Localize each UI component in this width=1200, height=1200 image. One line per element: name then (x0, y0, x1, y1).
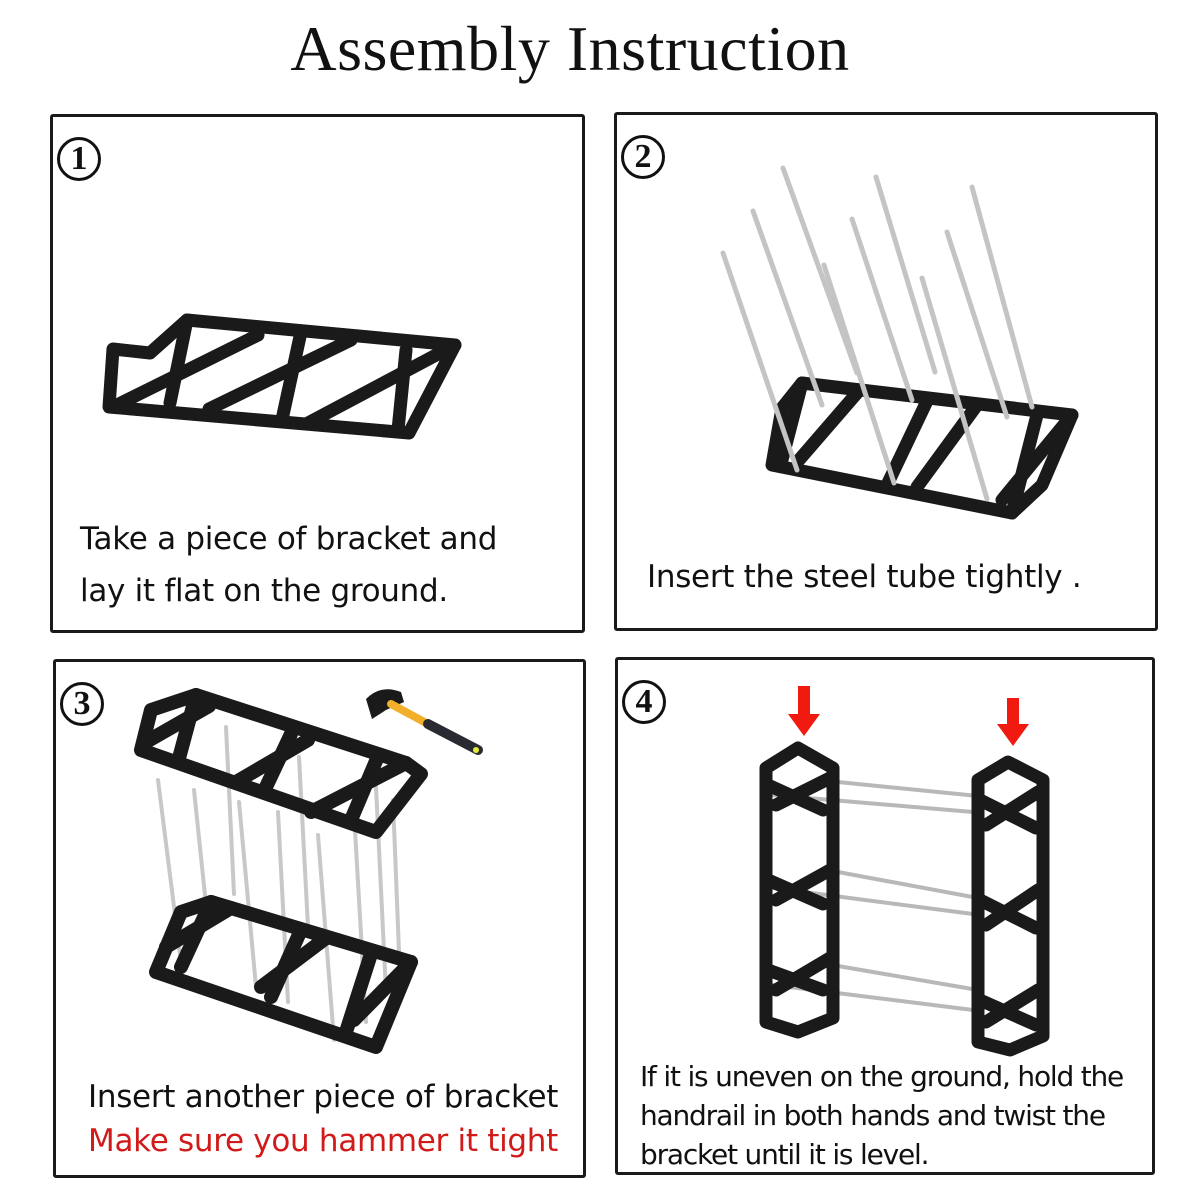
step-caption: Take a piece of bracket and lay it flat … (80, 513, 497, 617)
bracket-strut (254, 931, 333, 994)
bracket-strut (391, 343, 413, 437)
bracket-strut (139, 699, 216, 749)
bracket-strut (301, 338, 462, 430)
caption-line: Take a piece of bracket and (80, 521, 498, 557)
steel-tube (224, 725, 236, 896)
frame-strut (769, 771, 837, 812)
bracket-strut (775, 376, 809, 467)
step-number-badge: 3 (60, 682, 104, 726)
steel-tube (944, 229, 1010, 420)
step-number-badge: 2 (621, 135, 665, 179)
down-arrow-icon (997, 698, 1029, 746)
assembled-rack-illustration (759, 686, 1050, 1057)
hammer-icon (366, 689, 483, 755)
bracket-with-tubes-illustration (720, 165, 1079, 520)
steel-tube (297, 755, 310, 929)
caption-line: Insert another piece of bracket (88, 1079, 559, 1115)
steel-tube (237, 800, 258, 989)
frame-strut (979, 883, 1045, 932)
step-panel-2: 2 Insert the steel tube tightly . (614, 112, 1158, 631)
steel-tube (836, 964, 980, 992)
step-number-badge: 1 (57, 137, 101, 181)
steel-tube (836, 870, 980, 900)
bracket-strut (163, 313, 194, 410)
steel-tube (720, 250, 800, 473)
flat-bracket-illustration (102, 313, 462, 440)
caption-line: lay it flat on the ground. (80, 573, 448, 609)
bracket-strut (792, 386, 864, 467)
steel-tube (780, 165, 860, 376)
bracket-strut (347, 955, 418, 1027)
two-brackets-illustration (134, 688, 483, 1054)
bracket-strut (106, 328, 265, 414)
frame-strut (979, 983, 1045, 1029)
step-panel-1: 1 Take a piece of bracket and lay it fla… (50, 114, 585, 633)
bracket-strut (1005, 408, 1044, 520)
step-caption: If it is uneven on the ground, hold the … (640, 1057, 1124, 1174)
frame-strut (769, 951, 837, 997)
down-arrow-icon (788, 686, 820, 736)
left-side-frame (759, 741, 840, 1039)
steel-tube (836, 780, 980, 798)
steel-tube (919, 275, 990, 502)
frame-strut (979, 785, 1045, 832)
steel-tube (849, 216, 915, 403)
bracket-strut (159, 901, 238, 954)
page-title: Assembly Instruction (290, 13, 850, 84)
bracket-strut (171, 688, 203, 769)
steel-tube (821, 262, 897, 486)
bracket-strut (229, 733, 315, 789)
steel-tube (750, 208, 825, 408)
caption-line: Insert the steel tube tightly . (647, 559, 1082, 595)
step-panel-3: 3 (53, 659, 586, 1178)
steel-tube (873, 174, 938, 375)
caption-line: If it is uneven on the ground, hold the (640, 1060, 1124, 1093)
steel-tube (969, 184, 1035, 410)
caption-line: handrail in both hands and twist the (640, 1099, 1106, 1132)
right-side-frame (971, 755, 1050, 1057)
step-number-badge: 4 (622, 680, 666, 724)
caption-line: bracket until it is level. (640, 1138, 930, 1171)
bracket-strut (202, 333, 358, 416)
bracket-strut (304, 756, 413, 819)
step-caption: Insert another piece of bracket Make sur… (88, 1075, 558, 1163)
steel-tube (391, 798, 401, 954)
step-panel-4: 4 I (615, 657, 1155, 1175)
bracket-strut (880, 394, 934, 492)
frame-strut (769, 863, 837, 907)
step-caption: Insert the steel tube tightly . (647, 551, 1082, 603)
warning-text: Make sure you hammer it tight (88, 1123, 558, 1159)
bracket-strut (910, 398, 984, 494)
